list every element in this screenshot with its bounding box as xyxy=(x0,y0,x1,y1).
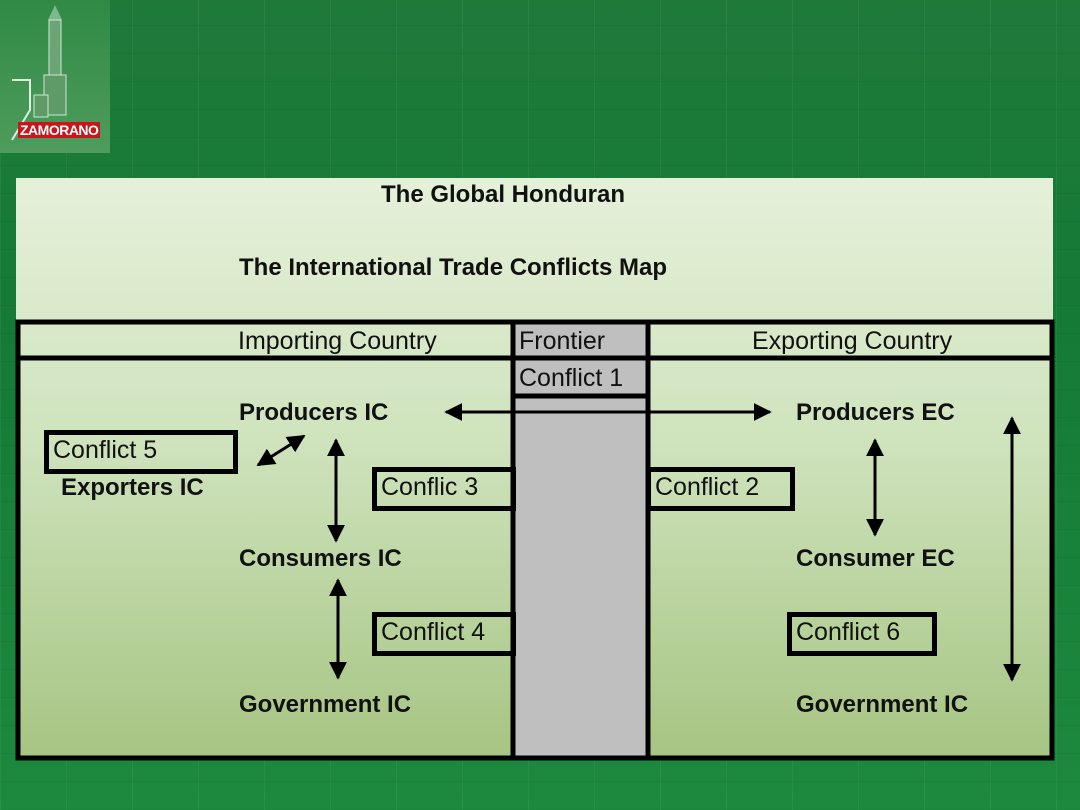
page-title: The Global Honduran xyxy=(381,181,625,208)
logo-text: ZAMORANO xyxy=(18,122,101,138)
tower-icon xyxy=(11,5,67,141)
node-government-ic-right: Government IC xyxy=(796,691,969,718)
node-consumer-ec: Consumer EC xyxy=(796,545,955,572)
header-importing: Importing Country xyxy=(238,327,437,355)
map-border xyxy=(15,319,1055,761)
conflict-6-box: Conflict 6 xyxy=(787,612,937,656)
node-consumers-ic: Consumers IC xyxy=(239,545,402,572)
zamorano-logo: ZAMORANO xyxy=(0,0,110,153)
node-exporters-ic: Exporters IC xyxy=(61,474,204,501)
conflict-4-box: Conflict 4 xyxy=(372,612,516,656)
header-frontier: Frontier xyxy=(519,327,606,355)
node-producers-ic: Producers IC xyxy=(239,399,389,426)
conflict-3-box: Conflic 3 xyxy=(372,467,516,511)
conflict-5-box: Conflict 5 xyxy=(44,430,238,474)
conflict-1-label: Conflict 1 xyxy=(519,364,624,392)
header-exporting: Exporting Country xyxy=(752,327,953,355)
node-producers-ec: Producers EC xyxy=(796,399,955,426)
page-subtitle: The International Trade Conflicts Map xyxy=(239,254,668,281)
arrow-exporters-producers xyxy=(256,434,306,467)
node-government-ic-left: Government IC xyxy=(239,691,412,718)
conflict-2-box: Conflict 2 xyxy=(646,467,795,511)
